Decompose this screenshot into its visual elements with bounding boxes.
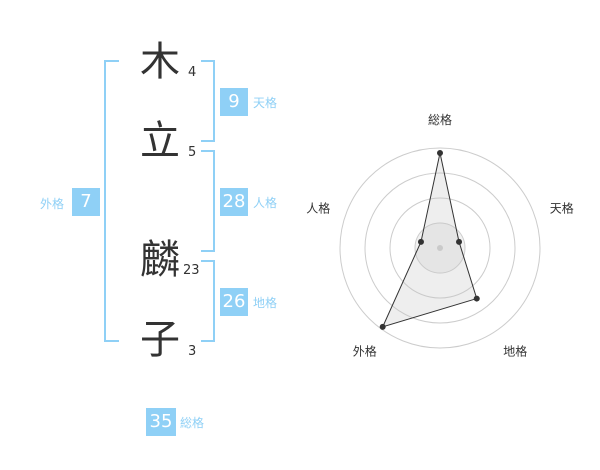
radar-ring-3 [364,172,516,324]
radar-ring-4 [339,147,541,349]
radar-label-2: 天格 [550,200,574,215]
gaikaku-label: 外格 [40,197,65,211]
tenkaku-value: 9 [220,88,248,116]
char-3: 麟 [140,237,180,283]
chikaku-label: 地格 [253,296,278,310]
radar-point-5 [417,238,424,245]
char-4-strokes: 3 [188,344,197,359]
radar-point-4 [379,323,386,330]
chikaku-bracket [201,260,215,342]
tenkaku-label: 天格 [253,96,278,110]
radar-label-3: 地格 [503,344,527,359]
radar-shape [379,150,480,330]
radar-polygon [381,152,478,328]
chikaku-value: 26 [220,288,248,316]
char-1-strokes: 4 [188,65,197,80]
radar-label-4: 外格 [353,344,377,359]
gaikaku-bracket [104,60,119,342]
soukaku-value: 35 [146,408,176,436]
jinkaku-label: 人格 [253,196,278,210]
radar-rings [339,147,541,349]
radar-label-5: 人格 [306,200,330,215]
jinkaku-value: 28 [220,188,248,216]
radar-point-3 [473,295,480,302]
radar-ring-2 [389,197,491,299]
jinkaku-bracket [201,150,215,252]
radar-label-1: 総格 [428,112,452,127]
char-3-strokes: 23 [183,263,200,278]
char-4: 子 [140,317,180,363]
radar-center [437,245,443,251]
gaikaku-value: 7 [72,188,100,216]
radar-point-1 [437,150,443,156]
tenkaku-bracket [201,60,215,142]
char-2-strokes: 5 [188,145,197,160]
soukaku-label: 総格 [180,416,205,430]
char-1: 木 [140,39,180,85]
char-2: 立 [140,118,180,164]
radar-point-2 [456,238,463,245]
